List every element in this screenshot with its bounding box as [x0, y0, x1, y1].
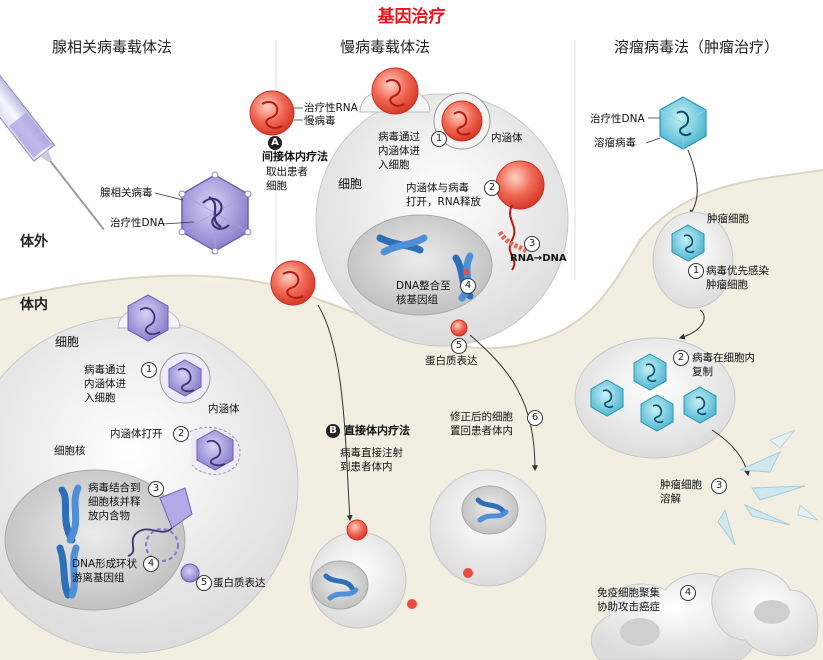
- lenti-endosome-virus: [433, 92, 491, 150]
- aav-step-1-badge: 1: [141, 362, 157, 378]
- column-title-lenti: 慢病毒载体法: [340, 38, 431, 56]
- syringe-icon: [0, 56, 105, 231]
- aav-endosome-virus: [159, 352, 211, 404]
- aav-step-5-text: 蛋白质表达: [213, 577, 266, 589]
- lenti-step-1-badge: 1: [431, 131, 447, 147]
- lenti-step-6-text: 修正后的细胞 置回患者体内: [450, 411, 513, 437]
- lenti-corrected-nucleus: [461, 485, 519, 535]
- lenti-direct-text: 病毒直接注射 到患者体内: [340, 447, 403, 473]
- onco-tumor-cell: [652, 211, 734, 309]
- lenti-step-2-text: 内涵体与病毒 打开，RNA释放: [406, 182, 481, 208]
- aav-dna-label: 治疗性DNA: [110, 217, 165, 229]
- aav-virus-large: [178, 171, 252, 255]
- onco-label-leaders: [645, 117, 661, 144]
- lenti-step-3-badge: 3: [524, 236, 540, 252]
- onco-arrow-1: [687, 149, 698, 216]
- onco-step-4-text: 免疫细胞聚集 协助攻击癌症: [597, 587, 660, 613]
- aav-step-3-badge: 3: [148, 481, 164, 497]
- lenti-step-4-badge: 4: [460, 278, 476, 294]
- lenti-step-5-badge: 5: [451, 338, 467, 354]
- onco-tumor-cell-label: 肿瘤细胞: [707, 213, 749, 225]
- lenti-rna-to-dna-strand: [497, 230, 530, 255]
- onco-virus-in-cell: [671, 224, 705, 262]
- aav-nucleus: [4, 469, 186, 611]
- lenti-direct-title: 直接体内疗法: [344, 424, 410, 437]
- lenti-label-leaders: [294, 107, 303, 121]
- lenti-rna-dna-label: RNA→DNA: [510, 253, 567, 264]
- aav-protein: [180, 563, 200, 583]
- region-inside-label: 体内: [20, 297, 48, 313]
- aav-step-2-badge: 2: [173, 426, 189, 442]
- onco-step-2-text: 病毒在细胞内 复制: [692, 352, 755, 378]
- aav-step-2-text: 内涵体打开: [110, 428, 163, 440]
- lenti-virus-a: [249, 90, 295, 136]
- onco-step-1-text: 病毒优先感染 肿瘤细胞: [706, 265, 769, 291]
- onco-step-3-badge: 3: [711, 478, 727, 494]
- lenti-virus-label: 慢病毒: [304, 115, 336, 127]
- aav-chromosomes: [56, 484, 82, 599]
- onco-virus-large: [659, 96, 707, 150]
- aav-opening-endosome: [189, 426, 241, 475]
- aav-entering-virus: [117, 294, 181, 342]
- aav-step-1-text: 病毒通过 内涵体进 入细胞: [84, 364, 126, 404]
- lenti-direct-badge: B: [326, 424, 340, 438]
- aav-step-5-badge: 5: [196, 575, 212, 591]
- aav-nucleus-label: 细胞核: [54, 445, 86, 457]
- aav-episome-ring: [145, 528, 179, 562]
- lenti-direct-virus: [346, 519, 368, 541]
- lenti-direct-protein: [407, 599, 417, 609]
- column-title-aav: 腺相关病毒载体法: [52, 38, 173, 56]
- lenti-indirect-text: 取出患者 细胞: [266, 166, 308, 192]
- onco-dna-label: 治疗性DNA: [590, 113, 645, 125]
- aav-step-4-text: DNA形成环状 游离基因组: [72, 558, 138, 584]
- column-title-onco: 溶瘤病毒法（肿瘤治疗）: [614, 38, 780, 56]
- lenti-cell-label: 细胞: [338, 177, 363, 191]
- lenti-step-5-text: 蛋白质表达: [425, 355, 478, 367]
- onco-virus-label: 溶瘤病毒: [594, 137, 636, 149]
- onco-lysis-fragments: [717, 429, 819, 546]
- lenti-step-2-badge: 2: [484, 180, 500, 196]
- lenti-corrected-chromosomes: [475, 497, 509, 523]
- lenti-direct-arrow: [317, 304, 353, 522]
- aav-docking-virus: [127, 487, 193, 557]
- onco-step-4-badge: 4: [680, 585, 696, 601]
- aav-step-3-text: 病毒结合到 细胞核并释 放内含物: [88, 482, 141, 522]
- aav-endosome-label: 内涵体: [208, 403, 240, 415]
- onco-arrow-3: [711, 429, 750, 477]
- aav-label-leaders: [154, 192, 195, 225]
- onco-immune-cells: [590, 568, 819, 660]
- lenti-entering-virus: [359, 67, 431, 115]
- lenti-protein: [450, 319, 468, 337]
- lenti-direct-chromosomes: [323, 573, 359, 601]
- lenti-endosome-label: 内涵体: [491, 132, 523, 144]
- lenti-direct-nucleus: [311, 560, 369, 610]
- onco-replicated-viruses: [590, 353, 717, 432]
- lenti-indirect-title: 间接体内疗法: [262, 150, 328, 163]
- lenti-step-1-text: 病毒通过 内涵体进 入细胞: [378, 131, 420, 171]
- lenti-indirect-badge: A: [268, 136, 282, 150]
- page-title: 基因治疗: [377, 7, 446, 27]
- lenti-step-6-badge: 6: [527, 410, 543, 426]
- onco-step-3-text: 肿瘤细胞 溶解: [660, 479, 702, 505]
- aav-step-4-badge: 4: [143, 556, 159, 572]
- aav-cell-label: 细胞: [55, 335, 80, 349]
- lenti-rna-label: 治疗性RNA: [304, 102, 358, 114]
- lenti-step-4-text: DNA整合至 核基因组: [396, 280, 451, 306]
- lenti-opened-virus: [495, 160, 545, 271]
- onco-step-2-badge: 2: [673, 350, 689, 366]
- lenti-corrected-protein: [463, 568, 473, 578]
- lenti-virus-b: [270, 260, 316, 306]
- aav-virus-label: 腺相关病毒: [100, 187, 153, 199]
- onco-arrow-2: [678, 309, 705, 340]
- lenti-return-arrow: [469, 334, 538, 472]
- region-outside-label: 体外: [20, 234, 48, 250]
- onco-step-1-badge: 1: [688, 263, 704, 279]
